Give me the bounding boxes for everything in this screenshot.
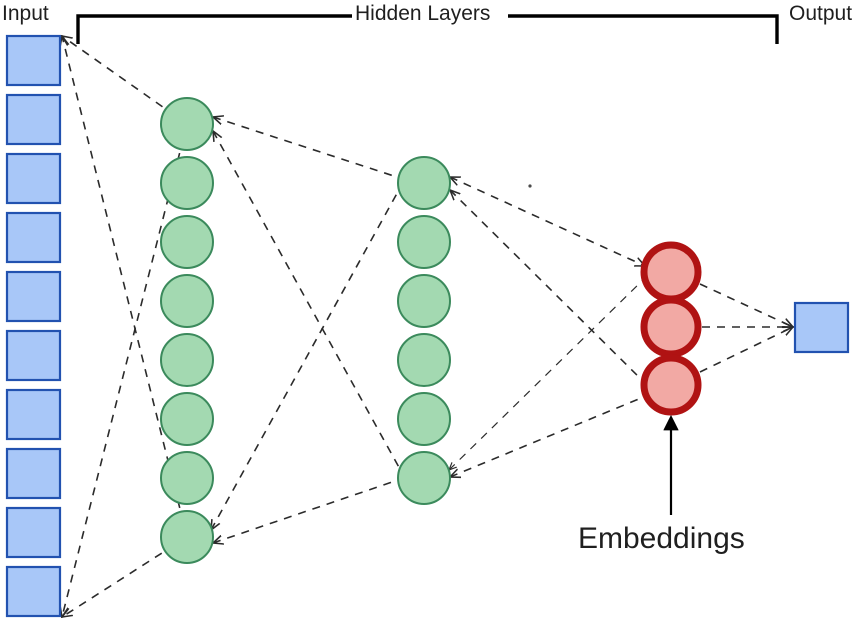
- edges-hidden2-to-embeddings: [449, 177, 646, 477]
- hidden1-node: [160, 392, 214, 446]
- output-layer: [793, 301, 850, 354]
- hidden1-node: [160, 333, 214, 387]
- edge-emb-bottom-to-output: [699, 327, 793, 373]
- input-node: [5, 34, 62, 87]
- embeddings-label: Embeddings: [578, 522, 745, 555]
- hidden2-node: [397, 215, 451, 269]
- edge-input-bottom-to-h1-top: [62, 123, 188, 617]
- hidden1-node: [160, 510, 214, 564]
- input-node: [5, 506, 62, 559]
- input-node: [5, 152, 62, 205]
- embedding-node: [640, 354, 702, 416]
- hidden2-node: [397, 156, 451, 210]
- input-label: Input: [2, 2, 49, 25]
- embedding-node: [640, 241, 702, 303]
- hidden1-node: [160, 274, 214, 328]
- embedding-node: [640, 296, 702, 358]
- edge-h2-bottom-to-emb-bottom: [450, 395, 647, 477]
- edge-input-bottom-to-h1-bottom: [62, 536, 188, 617]
- stray-dot-artifact: [528, 184, 532, 188]
- edge-input-top-to-h1-top: [62, 36, 188, 125]
- hidden-layer-1: [160, 97, 214, 564]
- edge-input-top-to-h1-bottom: [62, 36, 188, 538]
- hidden2-node: [397, 451, 451, 505]
- input-node: [5, 447, 62, 500]
- hidden2-node: [397, 333, 451, 387]
- edges-input-to-hidden1: [62, 36, 188, 617]
- edge-emb-top-to-output: [699, 283, 793, 327]
- edge-h2-bottom-to-emb-top: [449, 277, 646, 470]
- input-node: [5, 388, 62, 441]
- input-node: [5, 93, 62, 146]
- edge-h1-top-to-h2-bottom: [213, 131, 402, 472]
- hidden1-node: [160, 97, 214, 151]
- edges-hidden1-to-hidden2: [211, 117, 402, 543]
- input-node: [5, 270, 62, 323]
- hidden-layer-2: [397, 156, 451, 505]
- edge-h1-top-to-h2-top: [213, 117, 401, 179]
- edge-h2-top-to-emb-top: [450, 177, 645, 266]
- edge-h1-bottom-to-h2-top: [211, 187, 401, 530]
- edges-embeddings-to-output: [699, 283, 793, 373]
- input-node: [5, 329, 62, 382]
- hidden1-node: [160, 156, 214, 210]
- output-label: Output: [789, 2, 853, 25]
- hidden2-node: [397, 392, 451, 446]
- input-node: [5, 211, 62, 264]
- hidden-layers-label: Hidden Layers: [355, 2, 491, 25]
- input-node: [5, 565, 62, 618]
- edge-h1-bottom-to-h2-bottom: [213, 478, 402, 543]
- hidden-layers-bracket: [76, 14, 779, 44]
- hidden1-node: [160, 215, 214, 269]
- input-layer: [5, 34, 62, 618]
- hidden1-node: [160, 451, 214, 505]
- embeddings-layer: [640, 241, 702, 416]
- hidden2-node: [397, 274, 451, 328]
- output-node: [793, 301, 850, 354]
- edge-h2-top-to-emb-bottom: [450, 190, 647, 385]
